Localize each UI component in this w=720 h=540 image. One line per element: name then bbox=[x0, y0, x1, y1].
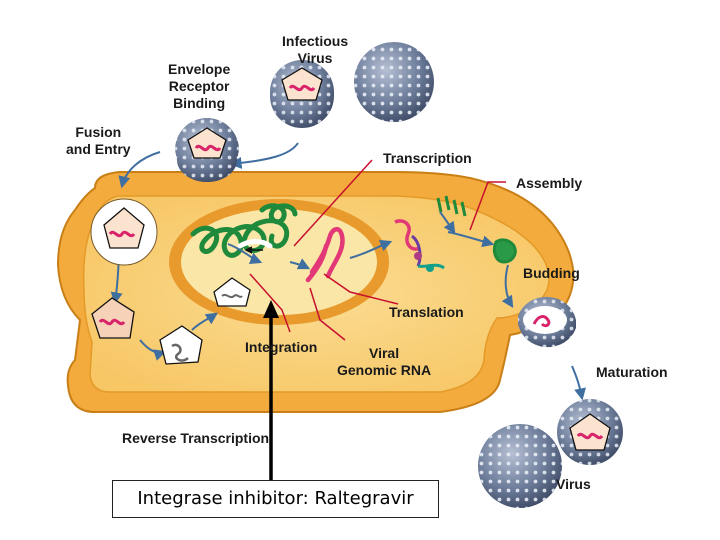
label-viral-genomic-rna: Viral Genomic RNA bbox=[337, 345, 432, 378]
host-dna-strand bbox=[190, 203, 298, 258]
label-maturation: Maturation bbox=[596, 364, 668, 380]
label-reverse-transcription: Reverse Transcription bbox=[122, 430, 270, 446]
label-assembly: Assembly bbox=[516, 175, 583, 191]
label-pointer-lines bbox=[249, 159, 506, 341]
binding-virion bbox=[270, 60, 334, 128]
label-virus: Virus bbox=[556, 476, 591, 492]
budding-virion bbox=[518, 296, 576, 348]
uncoated-capsid bbox=[91, 297, 135, 339]
infectious-virus-particle bbox=[354, 42, 434, 122]
reverse-transcription-capsid bbox=[159, 325, 203, 365]
viral-genomic-rna-strand bbox=[305, 227, 345, 283]
fusion-virion bbox=[175, 118, 239, 182]
integrated-dna-segment bbox=[237, 239, 273, 249]
translation-ribbons bbox=[394, 219, 445, 272]
inhibitor-pointer-arrow bbox=[263, 300, 279, 482]
entering-capsid bbox=[90, 198, 158, 266]
label-transcription: Transcription bbox=[383, 150, 472, 166]
assembly-proteins bbox=[436, 195, 517, 264]
label-translation: Translation bbox=[389, 304, 464, 320]
free-virus-particle bbox=[478, 424, 562, 508]
label-integration: Integration bbox=[245, 339, 318, 355]
label-envelope-receptor-binding: Envelope Receptor Binding bbox=[168, 61, 231, 111]
label-fusion-and-entry: Fusion and Entry bbox=[66, 124, 131, 157]
mature-virion bbox=[557, 399, 623, 465]
label-budding: Budding bbox=[523, 265, 580, 281]
label-infectious-virus: Infectious Virus bbox=[282, 33, 349, 66]
pre-integration-capsid bbox=[213, 277, 251, 307]
inhibitor-callout-box: Integrase inhibitor: Raltegravir bbox=[112, 480, 439, 518]
